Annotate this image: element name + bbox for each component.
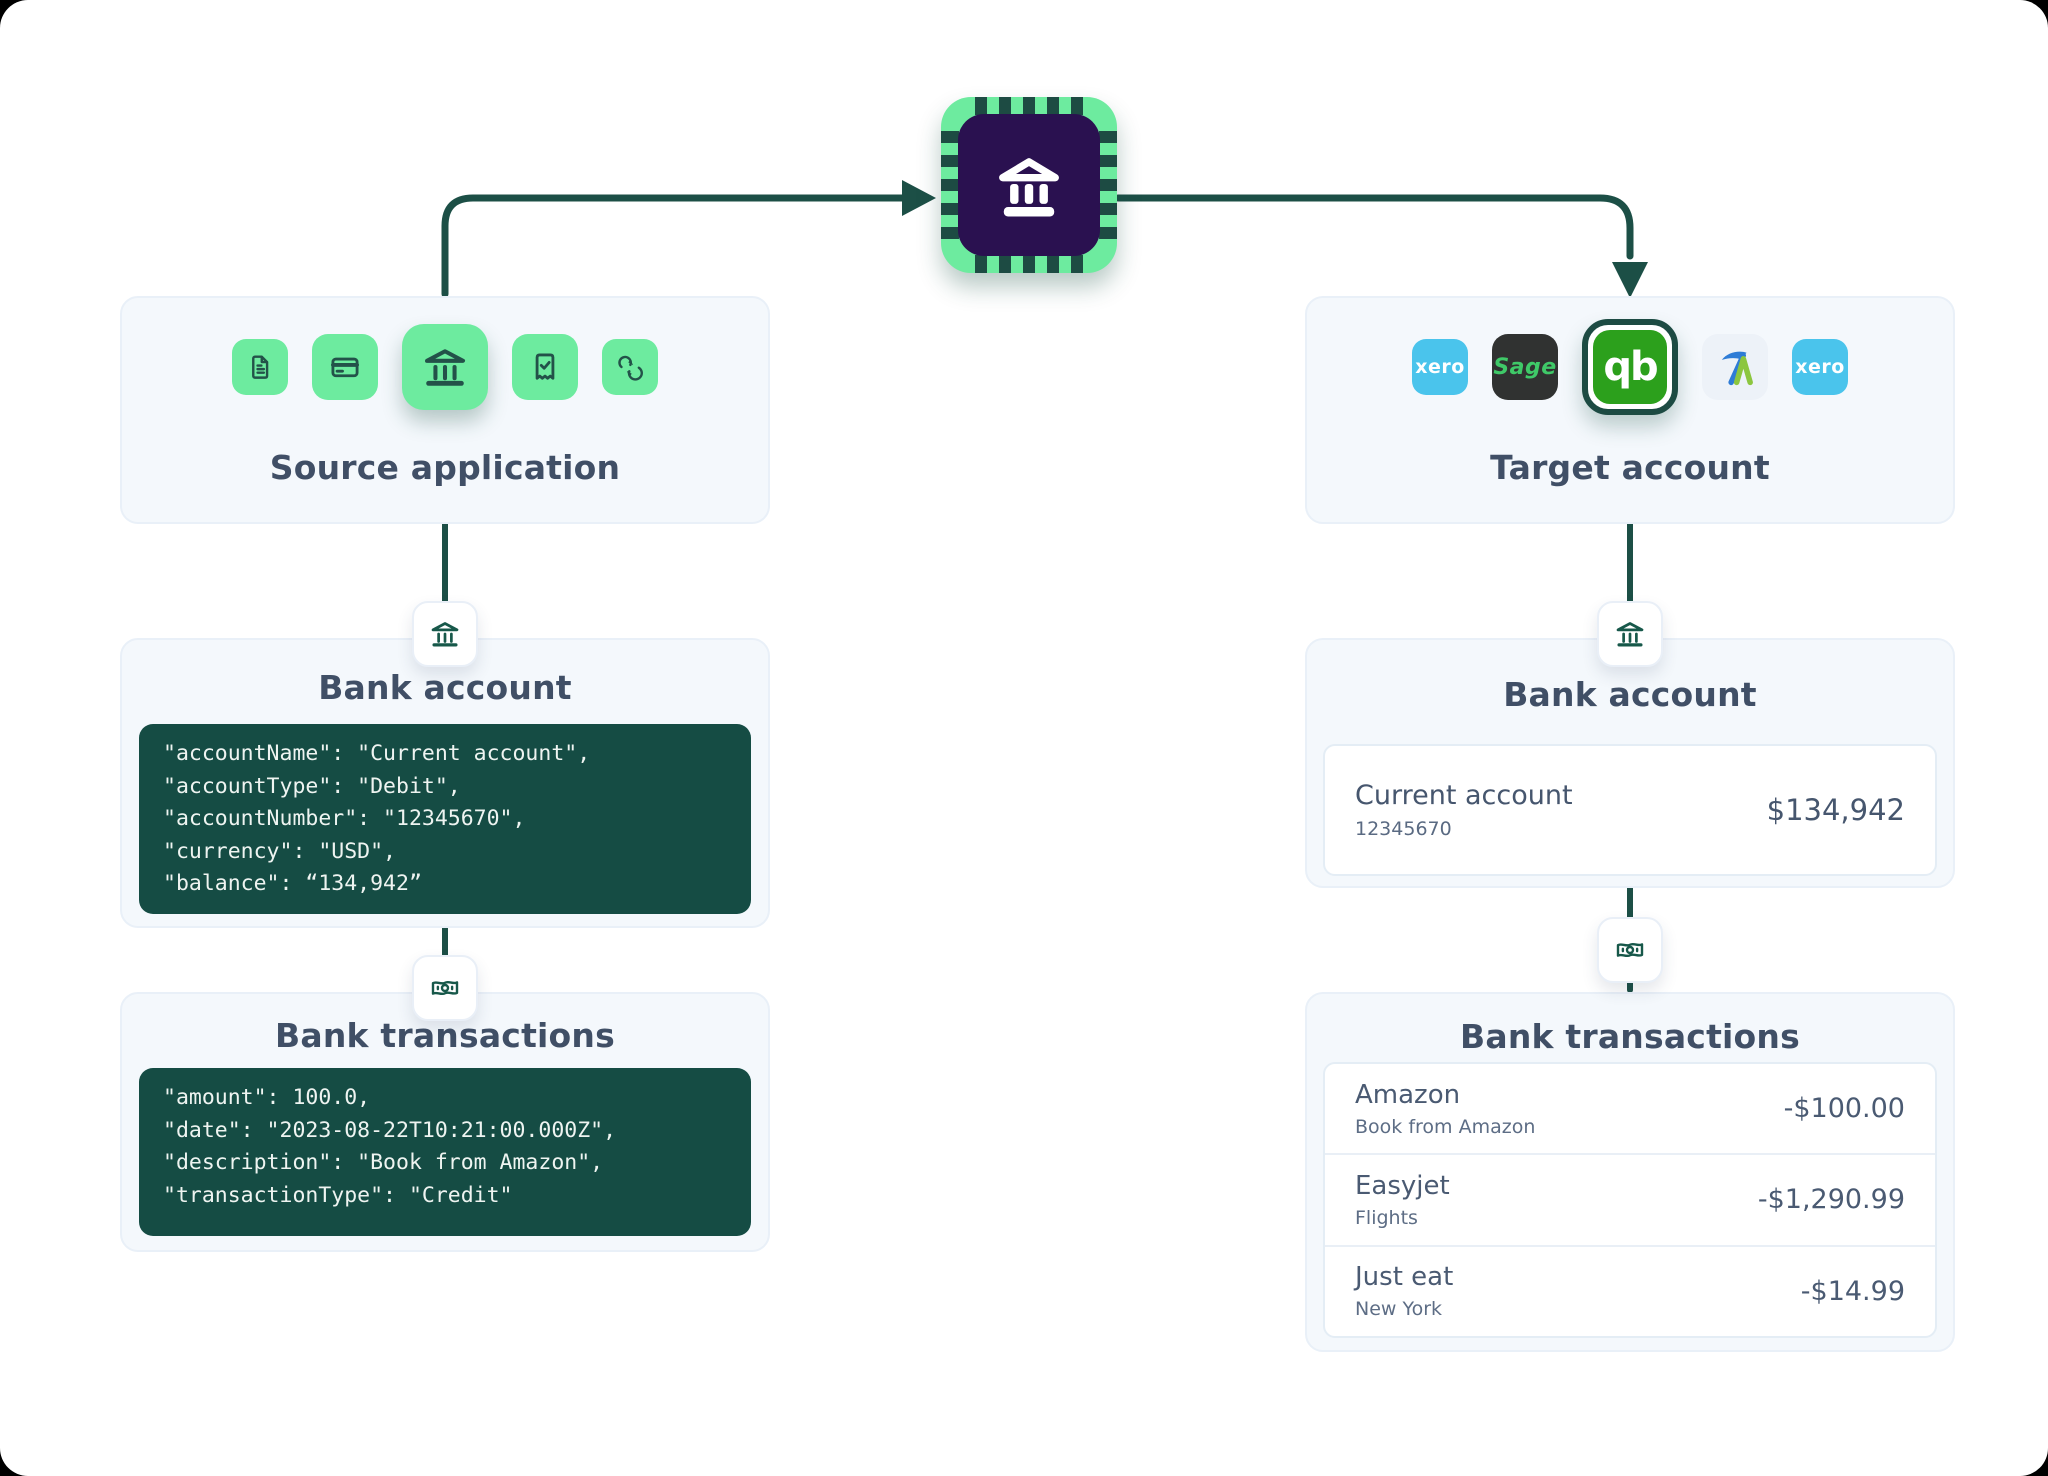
arrowhead-right: [902, 180, 936, 216]
code-line: "date": "2023-08-22T10:21:00.000Z",: [163, 1117, 617, 1143]
transaction-amount: -$1,290.99: [1757, 1184, 1905, 1216]
bank-feed-chip-icon: [941, 97, 1117, 273]
code-line: "transactionType": "Credit": [163, 1182, 513, 1208]
target-app-row: xero Sage qb xero: [1307, 298, 1953, 436]
transaction-description: New York: [1355, 1298, 1443, 1321]
transaction-name: Easyjet: [1355, 1170, 1450, 1201]
arrow-source-to-chip: [441, 194, 906, 298]
xero-label: xero: [1795, 356, 1845, 378]
account-card: Current account 12345670 $134,942: [1323, 744, 1937, 876]
source-icon-row: [122, 298, 768, 436]
quickbooks-logo: qb: [1593, 330, 1667, 404]
xero-icon: xero: [1412, 339, 1468, 395]
source-panel-title: Source application: [269, 448, 621, 487]
target-panel-title: Target account: [1490, 448, 1770, 487]
source-bank-account-panel: Bank account "accountName": "Current acc…: [120, 638, 770, 928]
chip-pins-right: [1099, 131, 1117, 239]
account-info: Current account 12345670: [1355, 780, 1573, 840]
quickbooks-icon: qb: [1582, 319, 1678, 415]
account-balance: $134,942: [1766, 793, 1905, 827]
bank-transactions-json: "amount": 100.0, "date": "2023-08-22T10:2…: [139, 1068, 751, 1236]
credit-card-icon: [312, 334, 378, 400]
target-bank-transactions-panel: Bank transactions Amazon Book from Amazo…: [1305, 992, 1955, 1352]
transaction-info: Amazon Book from Amazon: [1355, 1080, 1535, 1138]
document-icon: [232, 339, 288, 395]
chip-pins-bottom: [975, 255, 1083, 273]
banknote-badge-icon: [412, 955, 478, 1021]
transaction-row: Just eat New York -$14.99: [1325, 1244, 1935, 1336]
xero-icon: xero: [1792, 339, 1848, 395]
transaction-amount: -$100.00: [1783, 1093, 1905, 1125]
arrowhead-down: [1612, 262, 1648, 298]
source-bank-transactions-panel: Bank transactions "amount": 100.0, "date"…: [120, 992, 770, 1252]
transaction-row: Amazon Book from Amazon -$100.00: [1325, 1064, 1935, 1153]
bank-account-title: Bank account: [318, 668, 572, 707]
sage-icon: Sage: [1492, 334, 1558, 400]
target-account-panel: xero Sage qb xero Target account: [1305, 296, 1955, 524]
target-bank-account-panel: Bank account Current account 12345670 $1…: [1305, 638, 1955, 888]
arrow-chip-to-target: [1114, 194, 1634, 260]
account-name: Current account: [1355, 780, 1573, 811]
account-number: 12345670: [1355, 818, 1452, 840]
code-line: "amount": 100.0,: [163, 1085, 371, 1110]
transaction-row: Easyjet Flights -$1,290.99: [1325, 1153, 1935, 1244]
transaction-description: Book from Amazon: [1355, 1115, 1536, 1138]
code-line: "balance": “134,942”: [163, 871, 422, 896]
transaction-info: Just eat New York: [1355, 1262, 1453, 1320]
transaction-name: Just eat: [1355, 1262, 1454, 1293]
transaction-info: Easyjet Flights: [1355, 1171, 1450, 1229]
code-line: "currency": "USD",: [163, 838, 396, 864]
freeagent-icon: [1702, 334, 1768, 400]
receipt-check-icon: [512, 334, 578, 400]
bank-account-json: "accountName": "Current account", "accoun…: [139, 724, 751, 914]
bank-transactions-title: Bank transactions: [1460, 1017, 1800, 1056]
sage-label: Sage: [1493, 354, 1557, 380]
code-line: "description": "Book from Amazon",: [163, 1150, 604, 1175]
banknote-badge-icon: [1597, 917, 1663, 983]
chip-pins-left: [941, 131, 959, 239]
transaction-name: Amazon: [1355, 1079, 1461, 1110]
xero-label: xero: [1415, 356, 1465, 378]
chip-core: [958, 114, 1100, 256]
code-line: "accountName": "Current account",: [163, 741, 591, 766]
code-line: "accountType": "Debit",: [163, 773, 461, 799]
code-line: "accountNumber": "12345670",: [163, 806, 526, 831]
transaction-amount: -$14.99: [1800, 1275, 1905, 1307]
transaction-description: Flights: [1355, 1206, 1418, 1229]
source-application-panel: Source application: [120, 296, 770, 524]
bank-badge-icon: [1597, 601, 1663, 667]
bank-icon: [999, 158, 1059, 217]
bank-transactions-title: Bank transactions: [275, 1016, 615, 1055]
chip-pins-top: [975, 97, 1083, 115]
bank-icon: [402, 324, 488, 410]
bank-badge-icon: [412, 601, 478, 667]
sync-icon: [602, 339, 658, 395]
bank-account-title: Bank account: [1503, 675, 1757, 714]
transactions-card: Amazon Book from Amazon -$100.00 Easyjet…: [1323, 1062, 1937, 1338]
